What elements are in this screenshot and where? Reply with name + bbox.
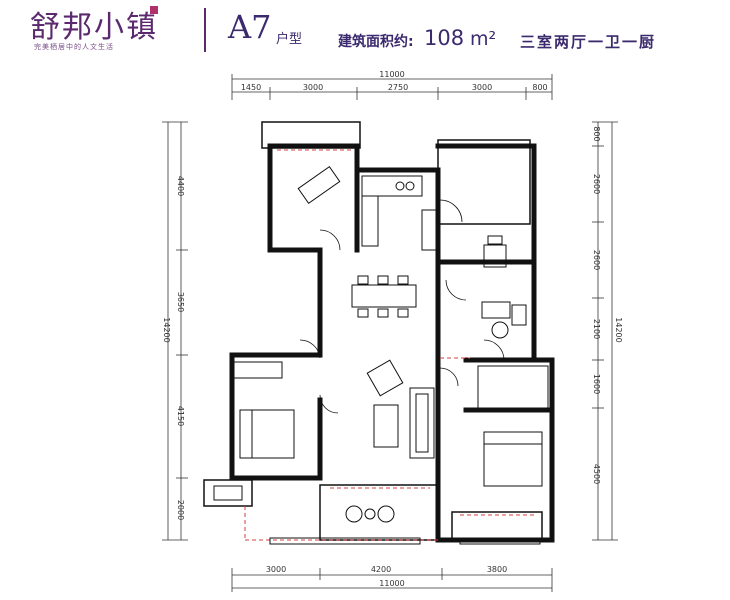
bed-icon-right <box>477 365 549 487</box>
left-seg-4: 2000 <box>176 500 185 520</box>
right-dimension <box>592 121 618 541</box>
header-divider <box>204 8 206 52</box>
floor-plan: 11000 1450 3000 2750 3000 800 3000 4200 … <box>162 70 623 592</box>
right-seg-6: 4500 <box>592 464 601 484</box>
coffee-table-icon <box>373 404 399 448</box>
bottom-total-label: 11000 <box>379 579 404 588</box>
doors <box>299 199 505 414</box>
left-seg-1: 4400 <box>176 176 185 196</box>
top-seg-1: 1450 <box>241 83 261 92</box>
sofa-icon <box>409 387 435 459</box>
top-total-label: 11000 <box>379 70 404 79</box>
unit-code: A7 <box>228 8 272 46</box>
right-seg-1: 800 <box>592 126 601 141</box>
unit-layout: 三室两厅一卫一厨 <box>520 33 657 51</box>
left-seg-2: 3650 <box>176 292 185 312</box>
header: 舒邦小镇 完美栖居中的人文生活 A7 户型 建筑面积约: 108 m² 三室两厅… <box>0 0 730 62</box>
top-dimension <box>231 74 553 100</box>
dining-table-icon <box>351 275 417 318</box>
bathroom-fixtures-icon <box>481 301 527 339</box>
brand-logo: 舒邦小镇 <box>30 10 158 45</box>
right-seg-2: 2600 <box>592 174 601 194</box>
armchair-icon <box>366 359 404 397</box>
area-value: 108 <box>424 26 465 50</box>
unit-suffix: 户型 <box>276 32 303 47</box>
area-label: 建筑面积约: <box>338 34 414 50</box>
right-seg-5: 1600 <box>592 374 601 394</box>
bottom-dimension <box>231 568 553 592</box>
right-total-label: 14200 <box>614 317 623 342</box>
brand-seal-icon <box>150 6 158 14</box>
kitchen-counter-icon <box>361 175 437 251</box>
left-total-label: 14200 <box>162 317 171 342</box>
windows <box>213 485 541 545</box>
left-seg-3: 4150 <box>176 406 185 426</box>
bottom-seg-2: 4200 <box>371 565 391 574</box>
bottom-seg-3: 3800 <box>487 565 507 574</box>
balcony-chairs-icon <box>345 505 395 523</box>
thin-walls <box>203 121 543 541</box>
red-dashed-lines <box>244 149 536 541</box>
bottom-seg-1: 3000 <box>266 565 286 574</box>
lounge-chair-icon <box>297 166 341 204</box>
top-seg-3: 2750 <box>388 83 408 92</box>
right-seg-4: 2100 <box>592 319 601 339</box>
top-seg-2: 3000 <box>303 83 323 92</box>
top-seg-4: 3000 <box>472 83 492 92</box>
brand-tagline: 完美栖居中的人文生活 <box>34 43 114 51</box>
left-dimension <box>162 121 188 541</box>
top-seg-5: 800 <box>532 83 547 92</box>
right-seg-3: 2600 <box>592 250 601 270</box>
walls <box>229 143 555 543</box>
bed-icon-left <box>231 361 295 459</box>
balcony-table-icon <box>483 235 507 268</box>
area-unit: m² <box>470 28 497 50</box>
